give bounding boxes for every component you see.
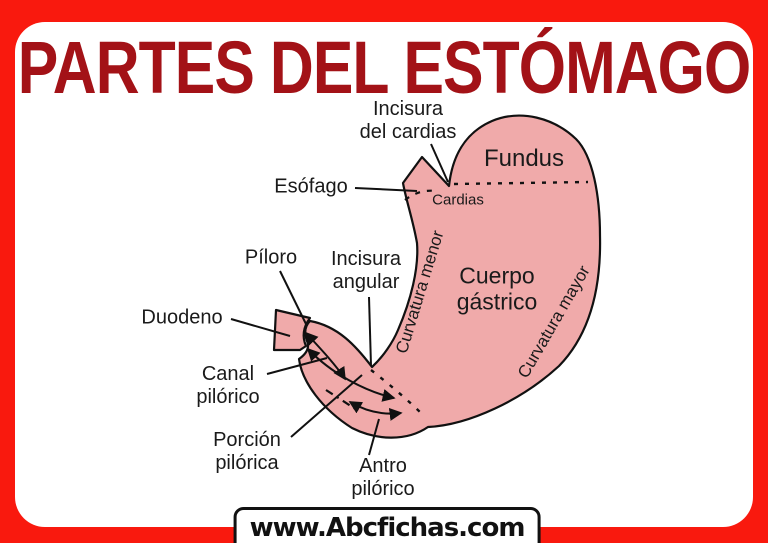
label-cuerpo-gastrico: Cuerpo gástrico [456, 262, 538, 315]
label-antro-pilorico: Antro pilórico [351, 455, 415, 500]
label-esofago: Esófago [274, 175, 348, 198]
label-fundus: Fundus [483, 145, 565, 173]
label-canal-pilorico: Canal pilórico [196, 363, 260, 408]
label-incisura-del-cardias: Incisura del cardias [359, 98, 457, 143]
label-porcion-pilorica: Porción pilórica [213, 429, 281, 474]
page-title: PARTES DEL ESTÓMAGO [17, 25, 752, 109]
label-incisura-angular: Incisura angular [330, 248, 402, 293]
website-badge: www.Abcfichas.com [233, 507, 541, 543]
label-duodeno: Duodeno [141, 306, 223, 329]
label-piloro: Píloro [244, 246, 298, 269]
label-cardias: Cardias [432, 191, 484, 209]
